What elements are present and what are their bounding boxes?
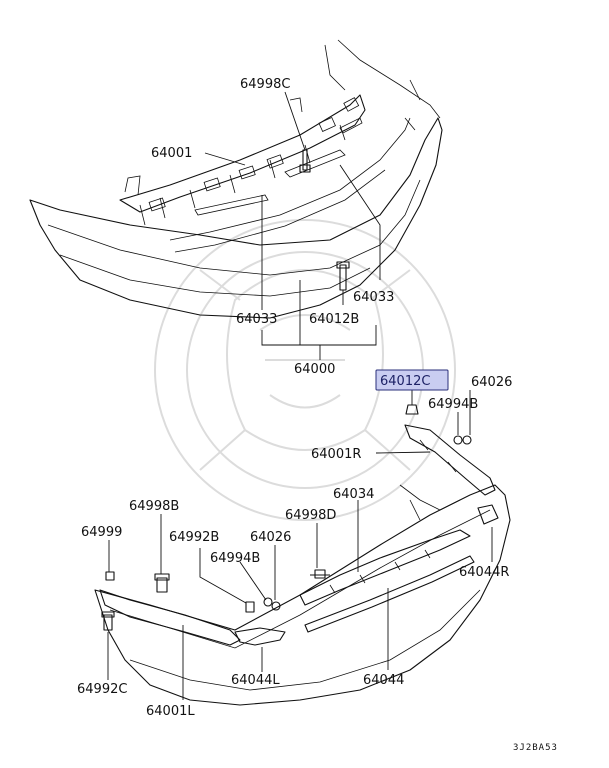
part-highlight-box — [375, 369, 449, 391]
image-code: 3J2BA53 — [513, 743, 558, 753]
label-64994B-right[interactable]: 64994B — [428, 397, 478, 412]
label-64992B[interactable]: 64992B — [169, 530, 219, 545]
label-64992C[interactable]: 64992C — [77, 682, 127, 697]
upper-leaders — [204, 91, 381, 360]
label-64012C[interactable]: 64012C — [380, 374, 430, 389]
label-64994B-left[interactable]: 64994B — [210, 551, 260, 566]
label-64044R[interactable]: 64044R — [459, 565, 509, 580]
label-64999[interactable]: 64999 — [81, 525, 122, 540]
label-64026-right[interactable]: 64026 — [471, 375, 512, 390]
lower-leaders — [107, 390, 493, 700]
label-64998B[interactable]: 64998B — [129, 499, 179, 514]
label-64026-left[interactable]: 64026 — [250, 530, 291, 545]
label-64033-right[interactable]: 64033 — [353, 290, 394, 305]
upper-bumper-assembly — [29, 39, 443, 319]
label-64034[interactable]: 64034 — [333, 487, 374, 502]
label-64998D[interactable]: 64998D — [285, 508, 336, 523]
label-64001[interactable]: 64001 — [151, 146, 192, 161]
label-64044L[interactable]: 64044L — [231, 673, 280, 688]
label-64033-left[interactable]: 64033 — [236, 312, 277, 327]
label-64012B[interactable]: 64012B — [309, 312, 359, 327]
label-64001R[interactable]: 64001R — [311, 447, 361, 462]
label-64000[interactable]: 64000 — [294, 362, 335, 377]
label-64044[interactable]: 64044 — [363, 673, 404, 688]
part-labels: 64998C 64001 64033 64033 64012B 64000 64… — [77, 77, 558, 753]
lower-bumper-assembly — [94, 404, 511, 706]
label-64001L[interactable]: 64001L — [146, 704, 195, 719]
label-64998C[interactable]: 64998C — [240, 77, 290, 92]
